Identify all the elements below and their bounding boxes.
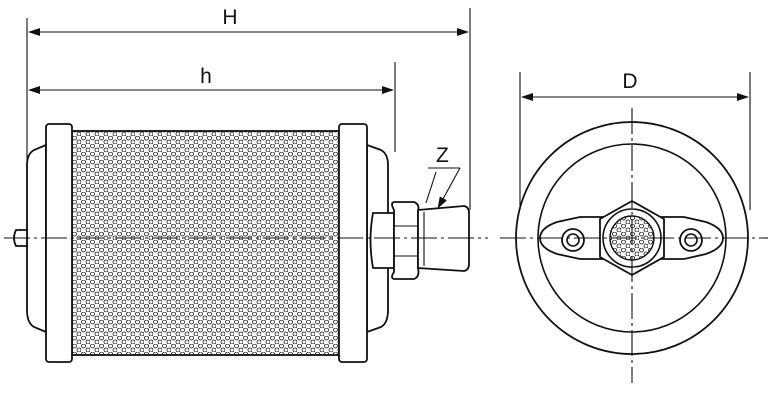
hex-nut-small [369, 212, 395, 269]
side-view: H h Z [4, 6, 488, 363]
leader-Z-arrow-1 [437, 167, 461, 209]
left-flange [45, 123, 73, 363]
label-D: D [622, 70, 637, 93]
leader-Z-arrow-2 [425, 171, 437, 204]
label-H: H [222, 6, 237, 29]
left-bolt-head [561, 228, 585, 252]
end-view: D [500, 70, 768, 383]
left-bolt-inner [566, 233, 580, 247]
right-flange [338, 123, 368, 363]
label-Z: Z [436, 144, 449, 167]
hex-nut [391, 201, 420, 280]
perforated-filter-screen [71, 130, 341, 356]
right-bolt-inner [684, 233, 698, 247]
right-bolt-head [679, 228, 703, 252]
label-h: h [200, 65, 212, 88]
